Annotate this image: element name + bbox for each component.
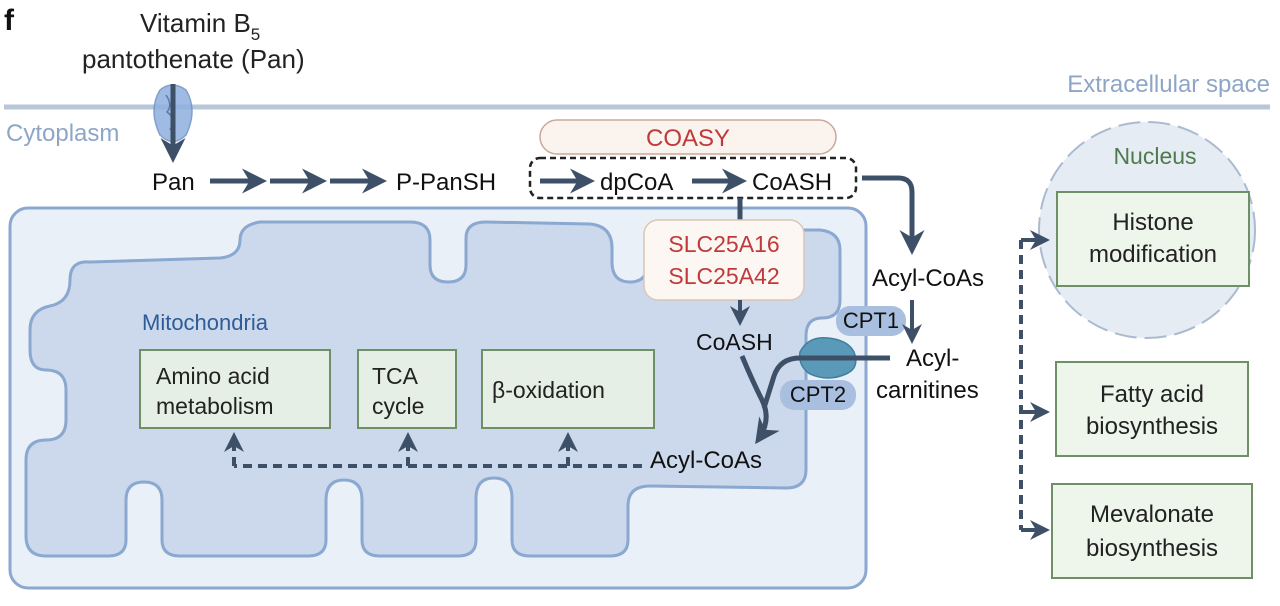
amino-acid-line2: metabolism [156, 393, 274, 419]
vitamin-name: Vitamin B [140, 8, 251, 38]
beta-oxidation-label: β-oxidation [492, 377, 605, 403]
vitamin-subscript: 5 [251, 25, 260, 44]
slc25a16-label: SLC25A16 [668, 231, 779, 257]
amino-acid-box [139, 349, 331, 429]
pantothenate-label: pantothenate (Pan) [82, 44, 305, 74]
cpt2-badge [780, 380, 856, 410]
mevalonate-line1: Mevalonate [1090, 501, 1214, 528]
slc25-transporter-box [643, 219, 805, 301]
cpt1-label: CPT1 [843, 308, 899, 333]
cpt1-badge [836, 306, 906, 336]
tca-line2: cycle [372, 393, 424, 419]
coasy-label: COASY [646, 125, 730, 152]
nucleus-label: Nucleus [1113, 143, 1196, 169]
coash-node: CoASH [752, 169, 832, 196]
beta-oxidation-box [481, 349, 655, 429]
tca-box [357, 349, 457, 429]
fatty-acid-line1: Fatty acid [1100, 381, 1204, 408]
mevalonate-line2: biosynthesis [1086, 535, 1218, 562]
pan-node: Pan [152, 169, 195, 196]
cpt2-label: CPT2 [790, 382, 846, 407]
coasy-complex-outline [528, 156, 858, 200]
dpcoa-node: dpCoA [600, 169, 673, 196]
mevalonate-box [1051, 483, 1253, 579]
ppansh-node: P-PanSH [396, 169, 496, 196]
mito-coash-node: CoASH [696, 329, 773, 355]
coash-to-acylcoa-arrow-mito [739, 355, 780, 445]
coasy-enzyme-pill [539, 119, 837, 155]
amino-acid-line1: Amino acid [156, 363, 270, 389]
extracellular-label: Extracellular space [1067, 71, 1270, 98]
histone-line2: modification [1089, 241, 1217, 268]
panel-label: f [4, 4, 15, 37]
slc25a42-label: SLC25A42 [668, 263, 779, 289]
vitamin-label: Vitamin B5 [140, 8, 260, 44]
acylcarnitine-line1: Acyl- [906, 345, 959, 372]
cyto-acylcoa-node: Acyl-CoAs [872, 265, 984, 292]
mitochondria-label: Mitochondria [142, 310, 269, 335]
acylcarnitine-line2: carnitines [876, 377, 979, 404]
mito-acylcoa-node: Acyl-CoAs [650, 447, 762, 474]
histone-line1: Histone [1112, 209, 1193, 236]
tca-line1: TCA [372, 363, 419, 389]
acylcarnitine-import-line [761, 355, 890, 409]
fatty-acid-line2: biosynthesis [1086, 413, 1218, 440]
coash-to-acylcoa-arrow [862, 175, 925, 255]
cytoplasm-label: Cytoplasm [6, 120, 119, 147]
fatty-acid-box [1055, 361, 1249, 457]
histone-box [1056, 191, 1250, 287]
